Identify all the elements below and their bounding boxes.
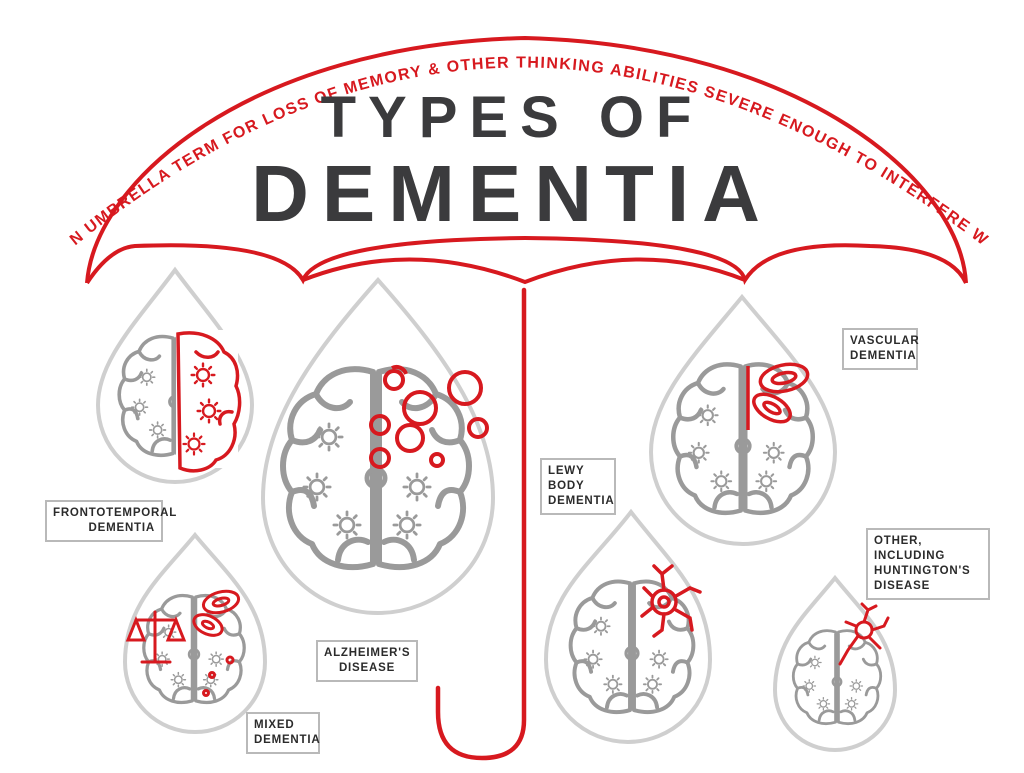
label-mixed-dementia: MIXED DEMENTIA <box>246 712 320 754</box>
brain-vascular-icon <box>673 360 813 513</box>
umbrella-handle <box>435 287 527 761</box>
drop-frontotemporal <box>95 266 255 484</box>
label-alzheimers-disease: ALZHEIMER'S DISEASE <box>316 640 418 682</box>
title-line-1: TYPES OF <box>320 85 704 150</box>
drop-mixed <box>122 531 268 734</box>
label-vascular-dementia: VASCULAR DEMENTIA <box>842 328 919 370</box>
drop-vascular <box>648 293 838 546</box>
title-line-2: DEMENTIA <box>251 149 773 238</box>
label-lewy-body-dementia: LEWY BODY DEMENTIA <box>540 458 616 515</box>
label-other-huntingtons-disease: OTHER, INCLUDING HUNTINGTON'S DISEASE <box>866 528 990 600</box>
drop-other <box>772 574 898 752</box>
brain-alzheimers-icon <box>283 364 489 567</box>
label-frontotemporal-dementia: FRONTOTEMPORAL DEMENTIA <box>45 500 176 542</box>
brain-frontotemporal-icon <box>119 330 242 473</box>
brain-mixed-icon <box>125 589 244 703</box>
drop-lewy-body <box>543 508 713 744</box>
umbrella-canopy <box>85 35 968 286</box>
brain-other-icon <box>793 602 890 724</box>
brain-lewy-body-icon <box>571 564 702 712</box>
